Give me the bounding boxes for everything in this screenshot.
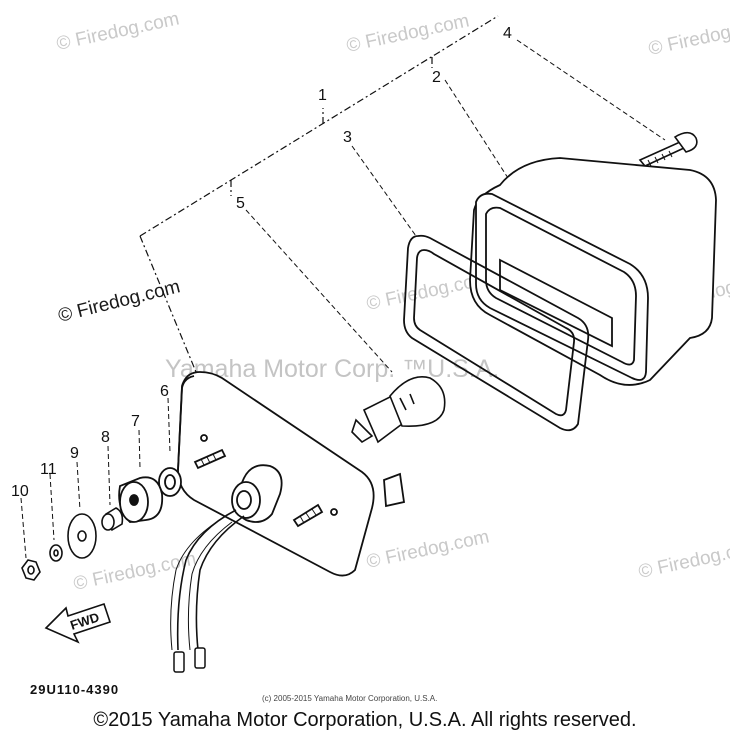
- watermark-4: © Firedog.com: [56, 276, 182, 327]
- watermark-9: © Firedog.com: [637, 536, 730, 583]
- forward-direction-arrow: FWD: [44, 602, 112, 644]
- lens-housing-part-2: [469, 157, 717, 386]
- assembly-bracket-lines: [139, 15, 499, 373]
- callout-11: 11: [40, 461, 57, 478]
- watermark-7: © Firedog.com: [72, 548, 199, 595]
- watermark-3: © Firedog.com: [647, 13, 730, 60]
- tail-light-exploded-view: © Firedog.com © Firedog.com © Firedog.co…: [11, 8, 730, 703]
- nut-part-10: [21, 559, 41, 581]
- grommet-part-7: [118, 476, 164, 523]
- part-code: 29U110-4390: [30, 682, 119, 697]
- footer-copyright: ©2015 Yamaha Motor Corporation, U.S.A. A…: [93, 709, 637, 731]
- callout-6: 6: [160, 383, 169, 400]
- leader-lines: [20, 39, 666, 559]
- callout-7: 7: [131, 413, 140, 430]
- base-plate-part-1: [177, 371, 406, 577]
- callout-9: 9: [70, 445, 79, 462]
- callout-10: 10: [11, 483, 29, 500]
- gasket-part-3: [403, 234, 590, 432]
- wire-harness: [170, 509, 245, 651]
- watermark-2: © Firedog.com: [345, 10, 472, 57]
- collar-part-8: [101, 507, 124, 532]
- callout-2: 2: [432, 69, 441, 86]
- lock-washer-part-11: [49, 544, 63, 562]
- washer-part-6: [158, 467, 182, 497]
- wire-connectors: [173, 647, 206, 673]
- bulb-part-5: [351, 376, 446, 444]
- washer-part-9: [67, 513, 97, 559]
- callout-4: 4: [503, 25, 512, 42]
- screw-part-4: [638, 131, 698, 167]
- watermark-8: © Firedog.com: [365, 526, 492, 573]
- callout-3: 3: [343, 129, 352, 146]
- callout-5: 5: [236, 195, 245, 212]
- callout-8: 8: [101, 429, 110, 446]
- callout-1: 1: [318, 87, 327, 104]
- small-copyright: (c) 2005-2015 Yamaha Motor Corporation, …: [262, 694, 437, 703]
- watermark-1: © Firedog.com: [55, 8, 182, 55]
